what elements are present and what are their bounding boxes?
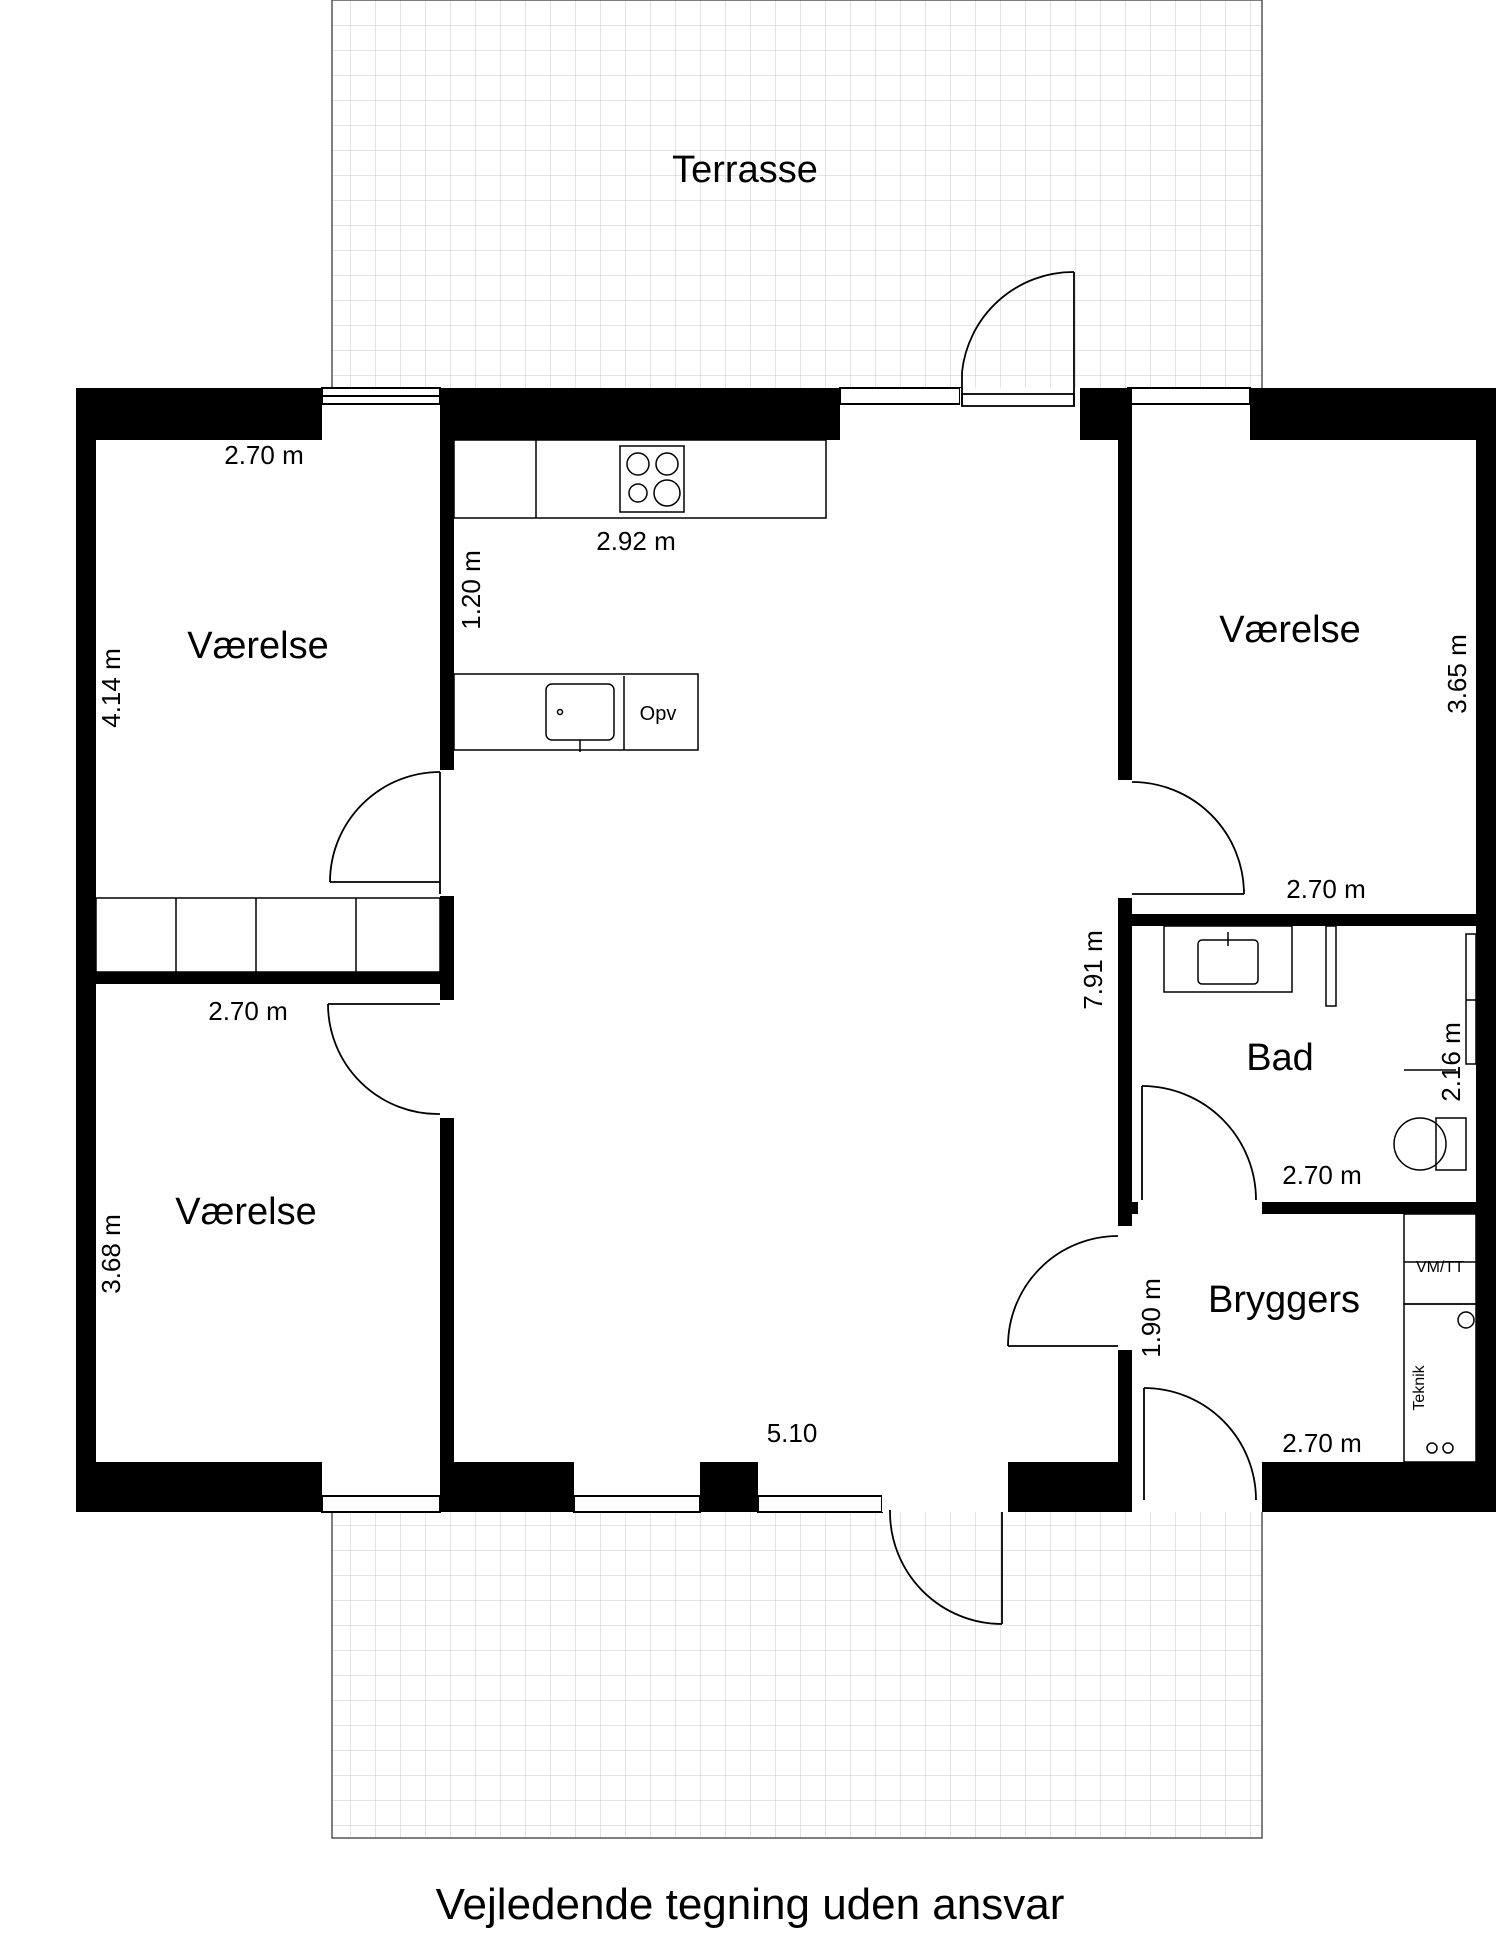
room-bottom-left-label: Værelse: [175, 1191, 317, 1233]
terrace-top-label: Terrasse: [672, 149, 818, 191]
terrace-bottom: [331, 1509, 1263, 1839]
disclaimer-caption: Vejledende tegning uden ansvar: [435, 1880, 1065, 1929]
dim-right-room-height: 3.65 m: [1442, 634, 1472, 714]
dim-bath-height: 2.16 m: [1436, 1022, 1466, 1102]
dim-top-left-height: 4.14 m: [96, 648, 126, 728]
room-top-left-label: Værelse: [187, 625, 329, 667]
dim-kitchen-depth: 1.20 m: [456, 550, 486, 630]
kitchen-counter: [453, 439, 827, 519]
bath-label: Bad: [1246, 1037, 1314, 1079]
dim-top-left-width: 2.70 m: [224, 440, 304, 470]
dim-kitchen-width: 2.92 m: [596, 526, 676, 556]
dim-right-room-width: 2.70 m: [1286, 874, 1366, 904]
washer-label: VM/TT: [1416, 1259, 1464, 1276]
dim-main-width: 5.10: [767, 1418, 818, 1448]
dim-utility-width: 2.70 m: [1282, 1428, 1362, 1458]
bath-fixtures: [1163, 925, 1477, 1171]
utility-fixtures: [1403, 1213, 1477, 1463]
utility-label: Bryggers: [1208, 1279, 1360, 1321]
wardrobe: [95, 897, 441, 973]
dim-main-height: 7.91 m: [1078, 930, 1108, 1010]
kitchen-island: [453, 673, 699, 752]
technical-label: Teknik: [1411, 1364, 1428, 1410]
dim-bottom-left-width: 2.70 m: [208, 996, 288, 1026]
dim-bath-width: 2.70 m: [1282, 1160, 1362, 1190]
dim-utility-height: 1.90 m: [1136, 1278, 1166, 1358]
room-right-label: Værelse: [1219, 609, 1361, 651]
outer-walls: [76, 388, 1496, 1512]
windows: [321, 387, 1251, 1513]
terrace-top: [331, 0, 1263, 393]
dim-bottom-left-height: 3.68 m: [96, 1214, 126, 1294]
doors: [327, 271, 1257, 1625]
dishwasher-label: Opv: [640, 703, 677, 725]
